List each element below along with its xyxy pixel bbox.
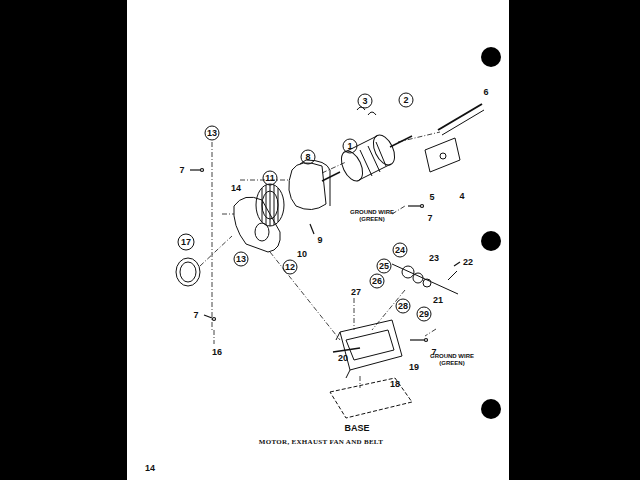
callout-number: 21 — [433, 296, 443, 305]
callout-number: 24 — [395, 246, 405, 255]
note-label: GROUND WIRE (GREEN) — [430, 353, 474, 366]
callout-circles — [178, 93, 431, 321]
callout-number: 8 — [305, 153, 310, 162]
callout-number: 23 — [429, 254, 439, 263]
callout-number: 13 — [207, 129, 217, 138]
callout-number: 17 — [181, 238, 191, 247]
callout-number: 7 — [193, 311, 198, 320]
callout-number: 18 — [390, 380, 400, 389]
note-label: GROUND WIRE (GREEN) — [350, 209, 394, 222]
callout-number: 22 — [463, 258, 473, 267]
seal-ring — [176, 258, 200, 286]
callout-number: 2 — [403, 96, 408, 105]
leader-lines — [200, 132, 440, 388]
diagram-title: MOTOR, EXHAUST FAN AND BELT — [259, 438, 383, 446]
motor — [322, 132, 412, 185]
mounting-bracket — [333, 320, 402, 378]
callout-number: 11 — [265, 174, 275, 183]
callout-number: 12 — [285, 263, 295, 272]
callout-number: 7 — [427, 214, 432, 223]
blower-housing — [289, 163, 326, 210]
callout-number: 29 — [419, 310, 429, 319]
callout-number: 20 — [338, 354, 348, 363]
callout-number: 5 — [429, 193, 434, 202]
callout-number: 13 — [236, 255, 246, 264]
fan-wheel — [256, 184, 284, 226]
callout-number: 19 — [409, 363, 419, 372]
callout-number: 25 — [379, 262, 389, 271]
callout-number: 9 — [317, 236, 322, 245]
screws — [190, 169, 460, 342]
callout-number: 6 — [483, 88, 488, 97]
callout-number: 28 — [398, 302, 408, 311]
callout-number: 27 — [351, 288, 361, 297]
callout-number: 14 — [231, 184, 241, 193]
callout-number: 26 — [372, 277, 382, 286]
callout-number: 14 — [145, 464, 155, 473]
callout-number: BASE — [344, 424, 369, 433]
callout-number: 10 — [297, 250, 307, 259]
callout-number: 7 — [179, 166, 184, 175]
base-plate — [330, 378, 412, 418]
callout-number: 16 — [212, 348, 222, 357]
idler-assembly — [392, 264, 458, 294]
fan-housing-plate — [234, 197, 281, 252]
callout-number: 1 — [347, 142, 352, 151]
callout-number: 3 — [362, 97, 367, 106]
callout-number: 4 — [459, 192, 464, 201]
motor-bracket — [425, 104, 484, 172]
